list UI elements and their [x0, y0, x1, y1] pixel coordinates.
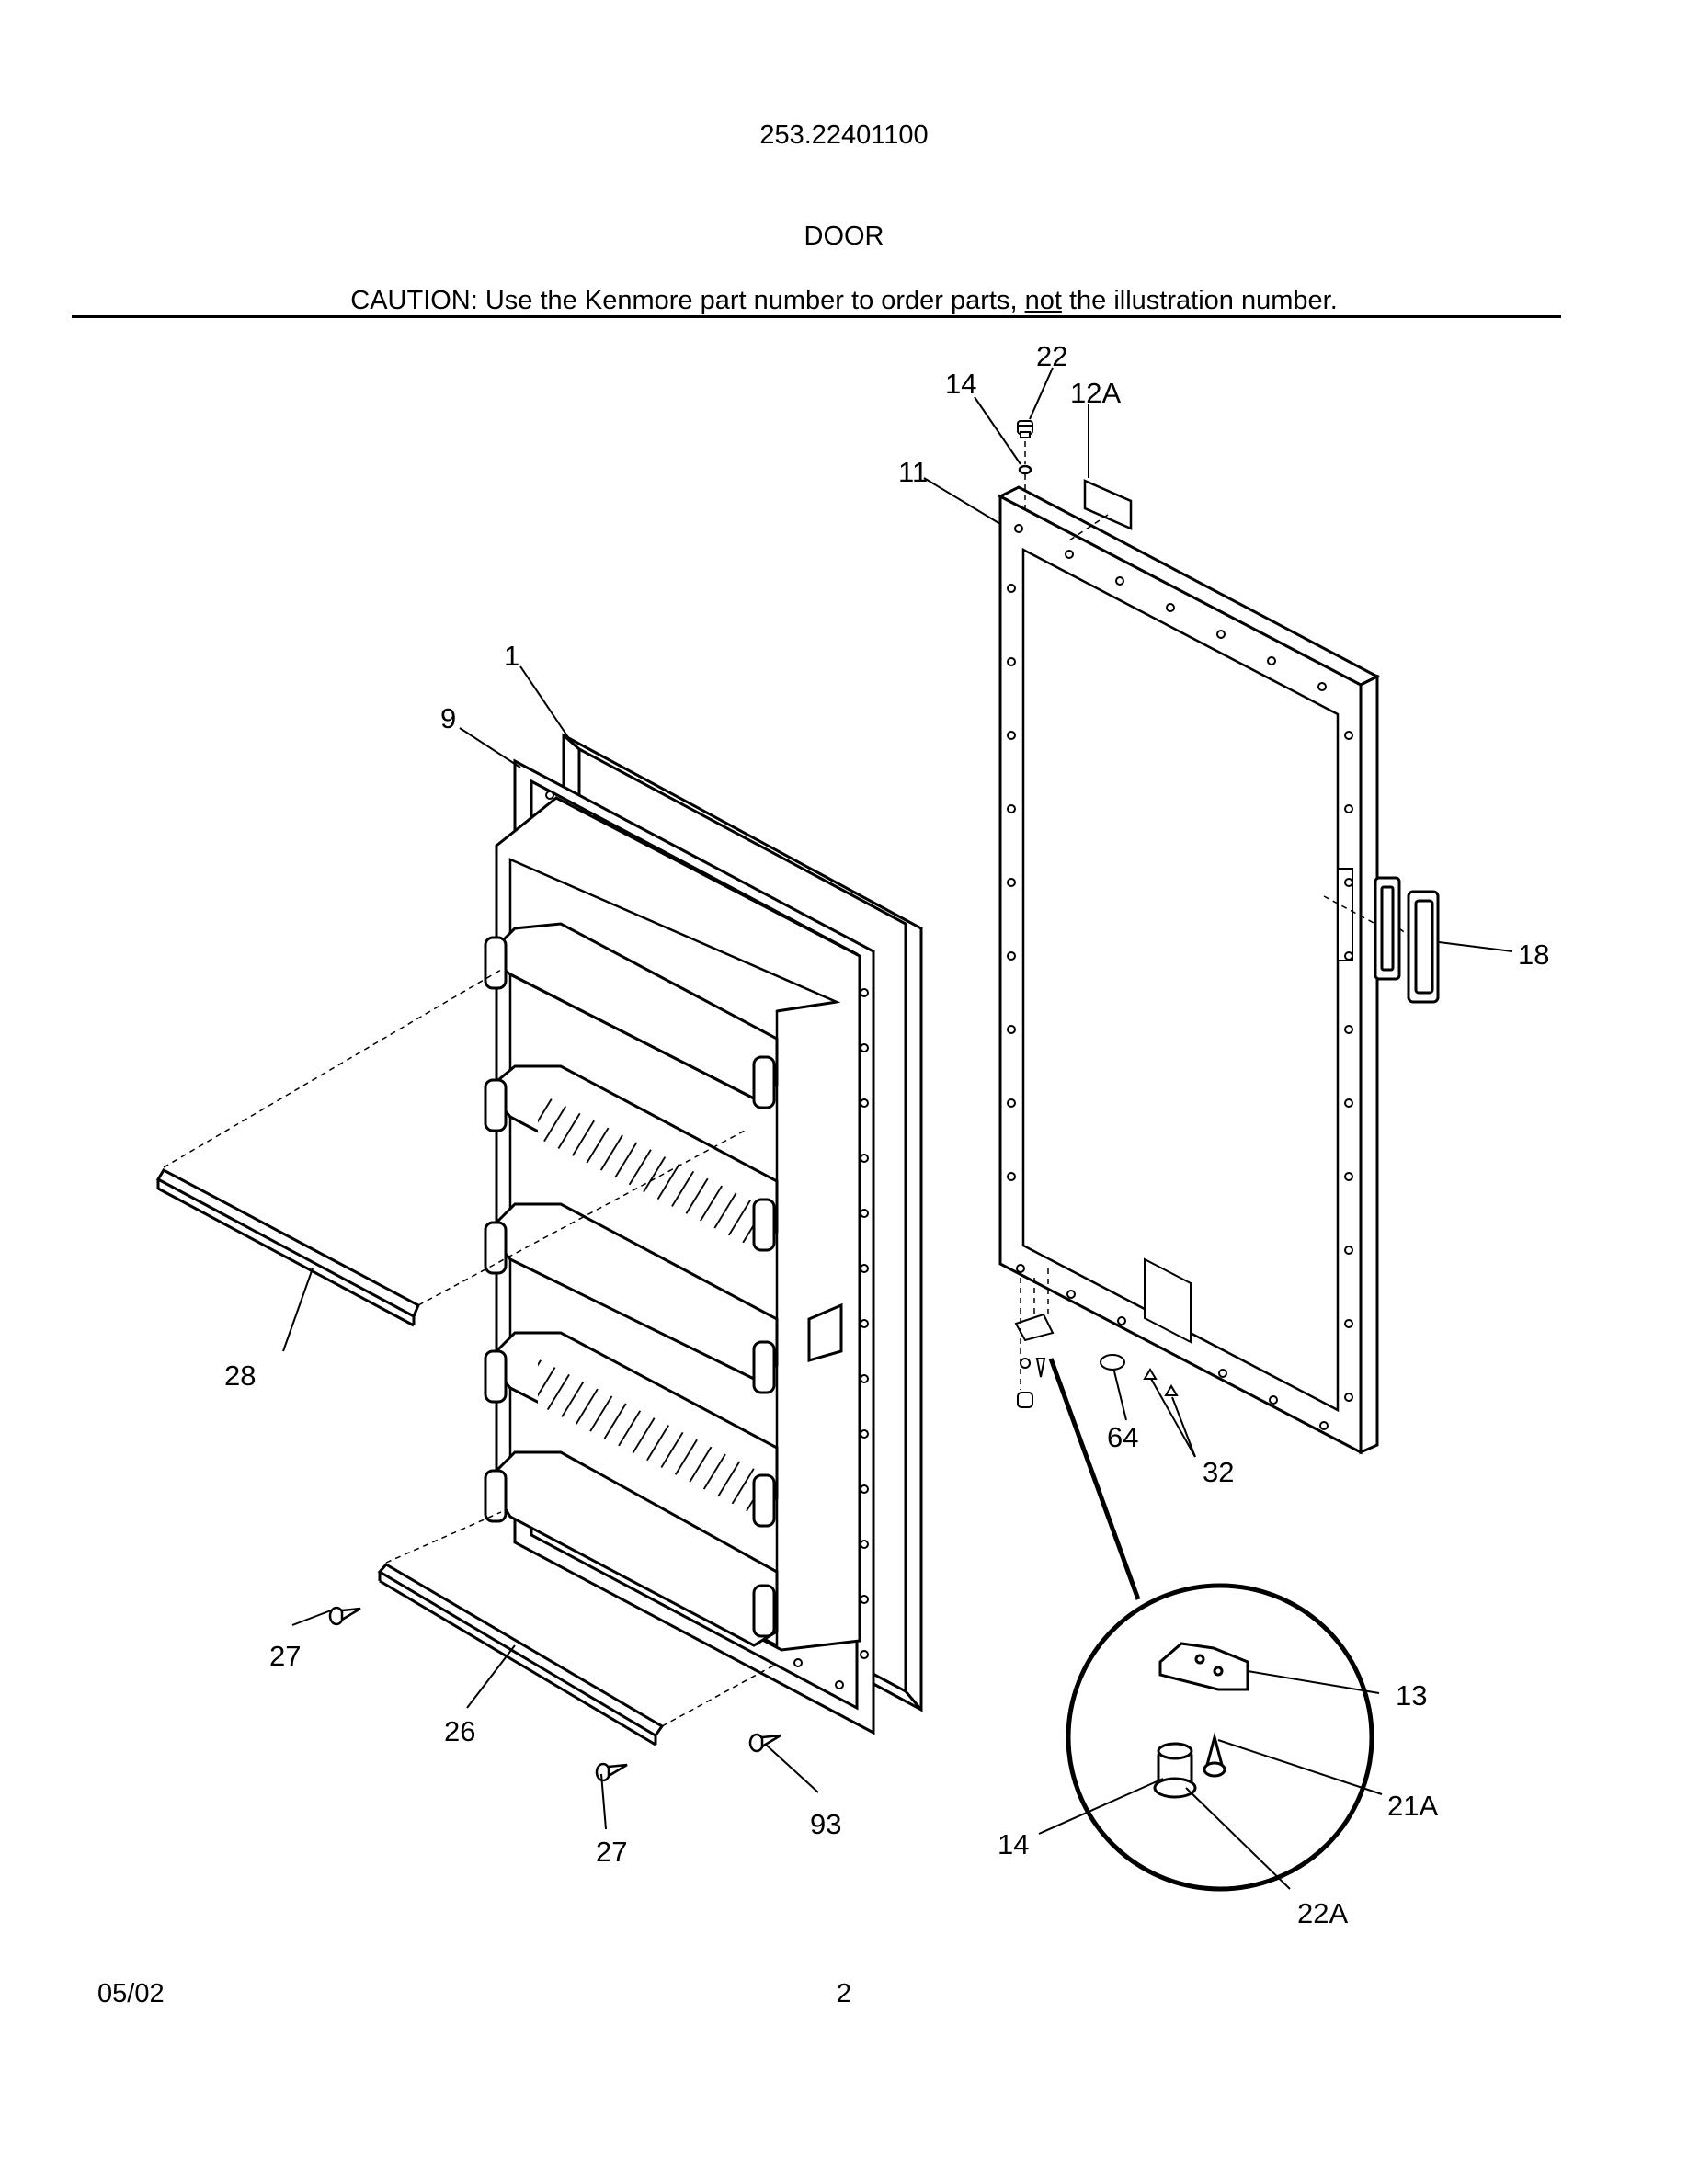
callout-14-top: 14 [945, 368, 976, 400]
caution-prefix: CAUTION: Use the Kenmore part number to … [350, 286, 1025, 315]
callout-1: 1 [504, 640, 519, 672]
caution-emphasis: not [1024, 286, 1062, 315]
top-plug-22 [1017, 420, 1033, 438]
detail-pointer [1048, 1358, 1141, 1600]
leader-lines [282, 367, 1513, 1890]
outer-door-panel [997, 485, 1381, 1455]
callout-27-left: 27 [269, 1640, 301, 1672]
bottom-hinge-hardware [1014, 1313, 1179, 1408]
callout-14-detail: 14 [998, 1828, 1029, 1860]
callout-27-bottom: 27 [596, 1836, 627, 1868]
callout-26: 26 [444, 1715, 475, 1747]
callout-64: 64 [1107, 1421, 1138, 1453]
shelf-retainer-28 [155, 1168, 420, 1327]
callout-93: 93 [810, 1808, 841, 1840]
label-plate-12a [1083, 479, 1133, 530]
callout-32: 32 [1203, 1456, 1234, 1488]
callout-22a: 22A [1297, 1897, 1348, 1929]
footer-page-number: 2 [836, 1979, 852, 2008]
model-number: 253.22401100 [759, 120, 929, 150]
header-rule [72, 315, 1561, 318]
callout-21a: 21A [1387, 1790, 1438, 1822]
detail-parts [1153, 1642, 1249, 1799]
callout-13: 13 [1396, 1679, 1427, 1712]
callout-9: 9 [440, 702, 456, 734]
caution-note: CAUTION: Use the Kenmore part number to … [0, 286, 1688, 316]
handle-18 [1374, 876, 1440, 1004]
screws-27-93 [328, 1606, 781, 1782]
footer-date: 05/02 [97, 1979, 165, 2008]
callout-22: 22 [1036, 340, 1067, 372]
detail-circle [1066, 1583, 1374, 1892]
callout-11: 11 [898, 456, 928, 488]
caution-suffix: the illustration number. [1061, 286, 1338, 315]
callout-18: 18 [1518, 938, 1549, 971]
callout-12a: 12A [1070, 377, 1121, 409]
door-shelves [484, 922, 843, 1647]
section-title: DOOR [804, 222, 884, 251]
outer-door-screw-holes [1007, 524, 1353, 1430]
top-washer-14 [1018, 464, 1032, 475]
callout-28: 28 [224, 1359, 256, 1392]
